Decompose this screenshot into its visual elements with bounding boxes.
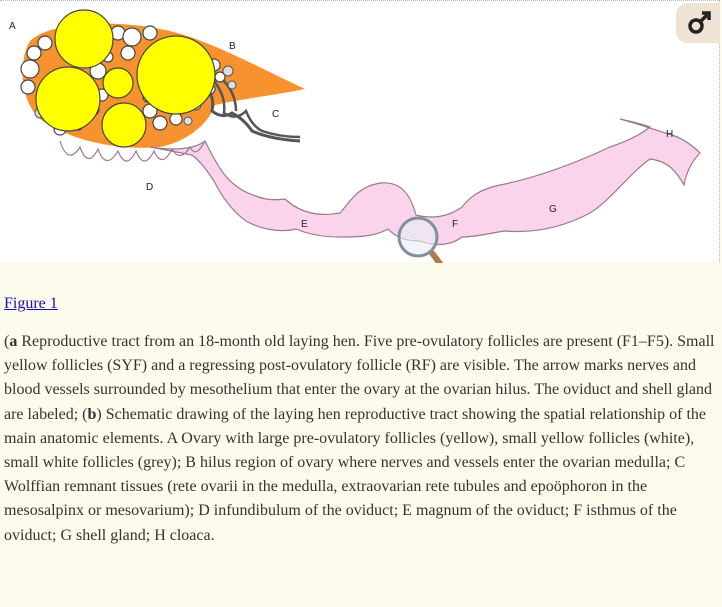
panel-label: A — [9, 21, 16, 32]
label-e: E — [301, 219, 308, 230]
wolffian-remnant — [203, 84, 301, 143]
label-f: F — [452, 219, 459, 230]
male-symbol-icon — [688, 11, 711, 34]
caption-text-a: Reproductive tract from an 18-month old … — [4, 333, 715, 423]
caption-text-b: ) Schematic drawing of the laying hen re… — [4, 405, 706, 544]
figure-link[interactable]: Figure 1 — [4, 295, 58, 312]
label-g: G — [549, 204, 557, 215]
figure-image: A B C D E F G H — [0, 0, 720, 263]
magnifier-icon[interactable] — [397, 216, 450, 263]
label-c: C — [272, 109, 280, 120]
reproductive-tract-diagram — [20, 9, 701, 263]
small-white-follicles — [20, 25, 226, 136]
label-h: H — [666, 129, 674, 140]
figure-caption: (a Reproductive tract from an 18-month o… — [4, 333, 715, 544]
male-symbol-button[interactable] — [676, 3, 720, 43]
caption-label-a: a — [9, 333, 18, 350]
large-follicles — [35, 9, 216, 148]
label-b: B — [229, 41, 236, 52]
caption-label-b: b — [87, 405, 97, 423]
infundibulum-fimbriae — [59, 140, 206, 162]
oviduct-tract — [149, 118, 701, 246]
label-d: D — [146, 182, 154, 193]
